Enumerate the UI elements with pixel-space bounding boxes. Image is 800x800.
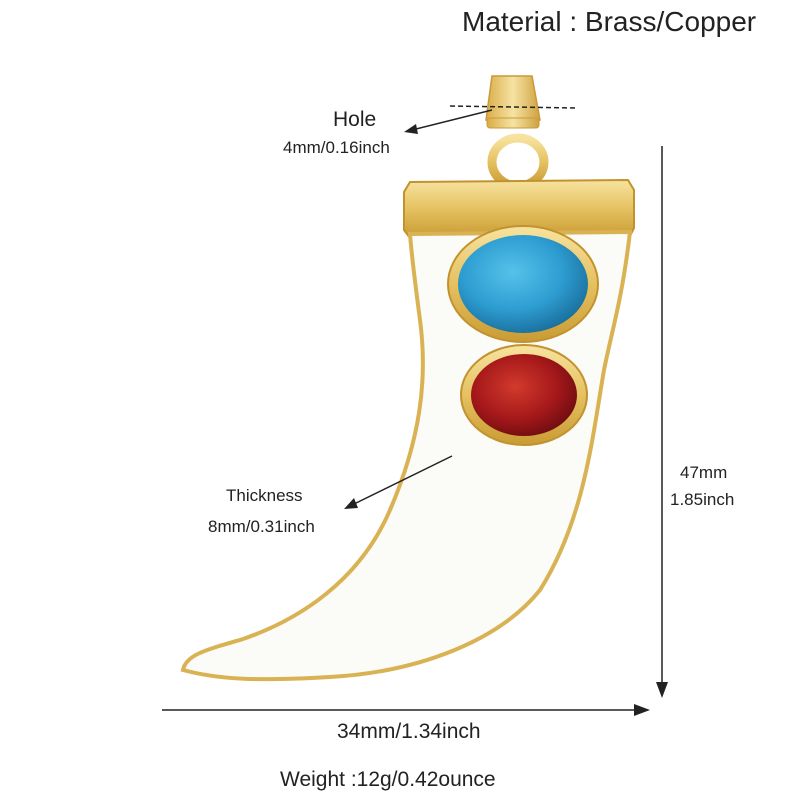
height-inch-label: 1.85inch xyxy=(670,490,735,509)
hole-size: 4mm/0.16inch xyxy=(283,138,390,157)
material-label: Material : Brass/Copper xyxy=(462,6,757,37)
turquoise-stone xyxy=(447,225,599,343)
pendant-top-bar xyxy=(403,178,635,240)
hole-title: Hole xyxy=(333,108,377,131)
hole-indicator xyxy=(404,105,579,134)
thickness-arrow xyxy=(344,455,453,509)
pendant-horn-body xyxy=(180,229,633,682)
pendant-bail xyxy=(485,75,549,191)
width-label: 34mm/1.34inch xyxy=(337,720,481,743)
weight-label: Weight :12g/0.42ounce xyxy=(280,768,496,791)
height-mm-label: 47mm xyxy=(680,463,728,482)
width-dimension-arrow xyxy=(162,704,650,716)
thickness-size: 8mm/0.31inch xyxy=(208,517,315,536)
carnelian-stone xyxy=(460,344,588,446)
height-dimension-arrow xyxy=(656,146,668,698)
thickness-title: Thickness xyxy=(226,486,303,505)
